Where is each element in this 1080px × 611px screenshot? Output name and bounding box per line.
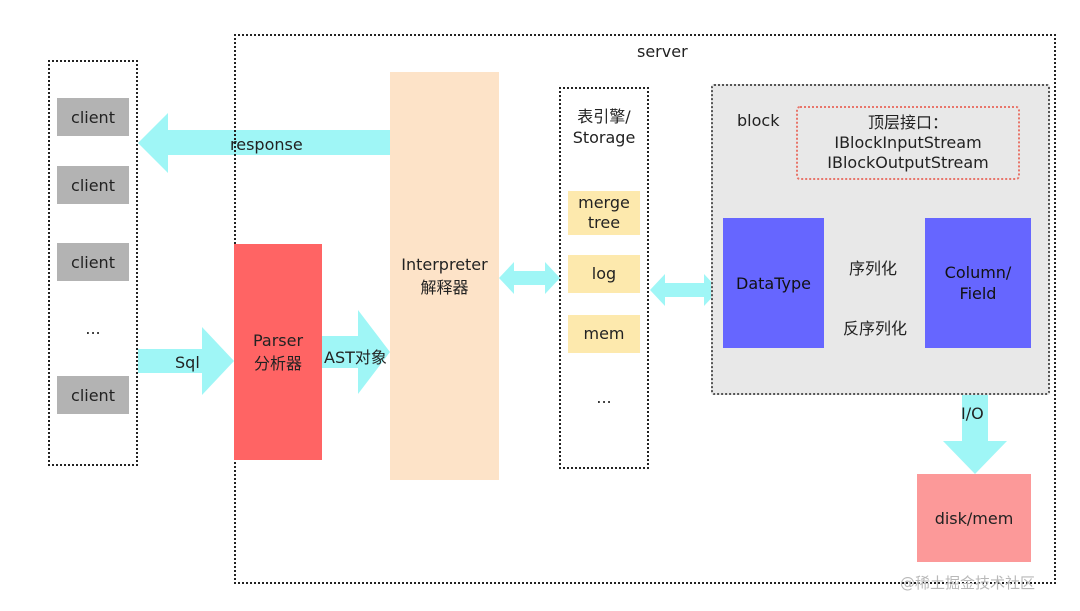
ast-arrow [322,310,390,394]
watermark: @稀土掘金技术社区 [900,574,1036,592]
storage-container [559,87,649,469]
interpreter-storage-arrow [499,262,560,294]
storage-item-mem: mem [568,315,640,353]
interpreter-label: Interpreter [401,254,488,274]
parser-box: Parser 分析器 [234,244,322,460]
block-label: block [737,111,780,130]
interpreter-box: Interpreter 解释器 [390,72,499,480]
storage-item-log: log [568,255,640,293]
response-arrow [138,113,390,173]
client-box: client [57,98,129,136]
client-box: client [57,166,129,204]
storage-item-merge-tree: merge tree [568,191,640,235]
column-field-box: Column/ Field [925,218,1031,348]
client-box: client [57,376,129,414]
sql-arrow [138,327,234,395]
server-label: server [637,42,688,61]
client-container [48,60,138,466]
deserialize-label: 反序列化 [843,319,908,338]
client-box: client [57,243,129,281]
storage-block-arrow [650,274,719,306]
storage-ellipsis: ... [596,388,612,407]
serialize-label: 序列化 [849,259,898,278]
parser-label-cn: 分析器 [253,353,302,373]
parser-label: Parser [252,330,304,350]
response-label: response [230,135,303,154]
interpreter-label-cn: 解释器 [420,277,469,297]
storage-title: 表引擎/ Storage [572,107,636,147]
datatype-box: DataType [723,218,824,348]
top-interface-box: 顶层接口： IBlockInputStream IBlockOutputStre… [796,106,1020,180]
disk-mem-box: disk/mem [917,474,1031,562]
ast-label: AST对象 [324,348,387,367]
client-ellipsis: ... [85,318,101,338]
sql-label: Sql [175,353,200,372]
io-label: I/O [961,404,984,423]
